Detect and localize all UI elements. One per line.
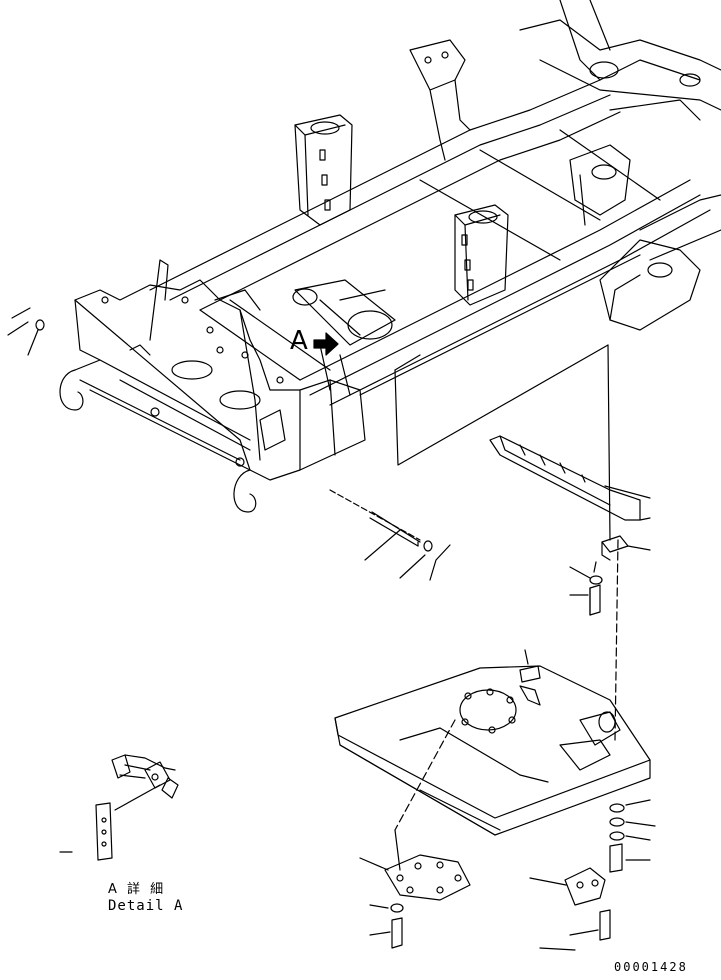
lower-left-washer-bolt (370, 904, 403, 948)
lower-right-bracket (530, 868, 610, 950)
right-washer-stack (610, 800, 655, 872)
long-pin (330, 490, 450, 580)
main-frame (150, 0, 721, 405)
callout-box (395, 345, 608, 465)
rear-bracket (490, 436, 650, 520)
top-clamp (520, 650, 540, 682)
cylinder (293, 280, 395, 345)
frame-towers (295, 40, 630, 305)
detail-a-parts (60, 755, 178, 860)
round-cover (360, 855, 470, 900)
cover-plate (335, 666, 650, 835)
left-pin-leaders (8, 308, 44, 355)
upper-washer-bolt (570, 562, 602, 615)
detail-label-english: Detail A (108, 898, 184, 914)
view-arrow (314, 333, 338, 355)
front-frame (60, 260, 365, 512)
small-bracket (602, 536, 650, 560)
drawing-number: 00001428 (614, 960, 688, 974)
detail-label-japanese: A 詳 細 (108, 882, 167, 897)
vertical-centerline (608, 345, 618, 740)
view-a-label: A (290, 326, 308, 356)
